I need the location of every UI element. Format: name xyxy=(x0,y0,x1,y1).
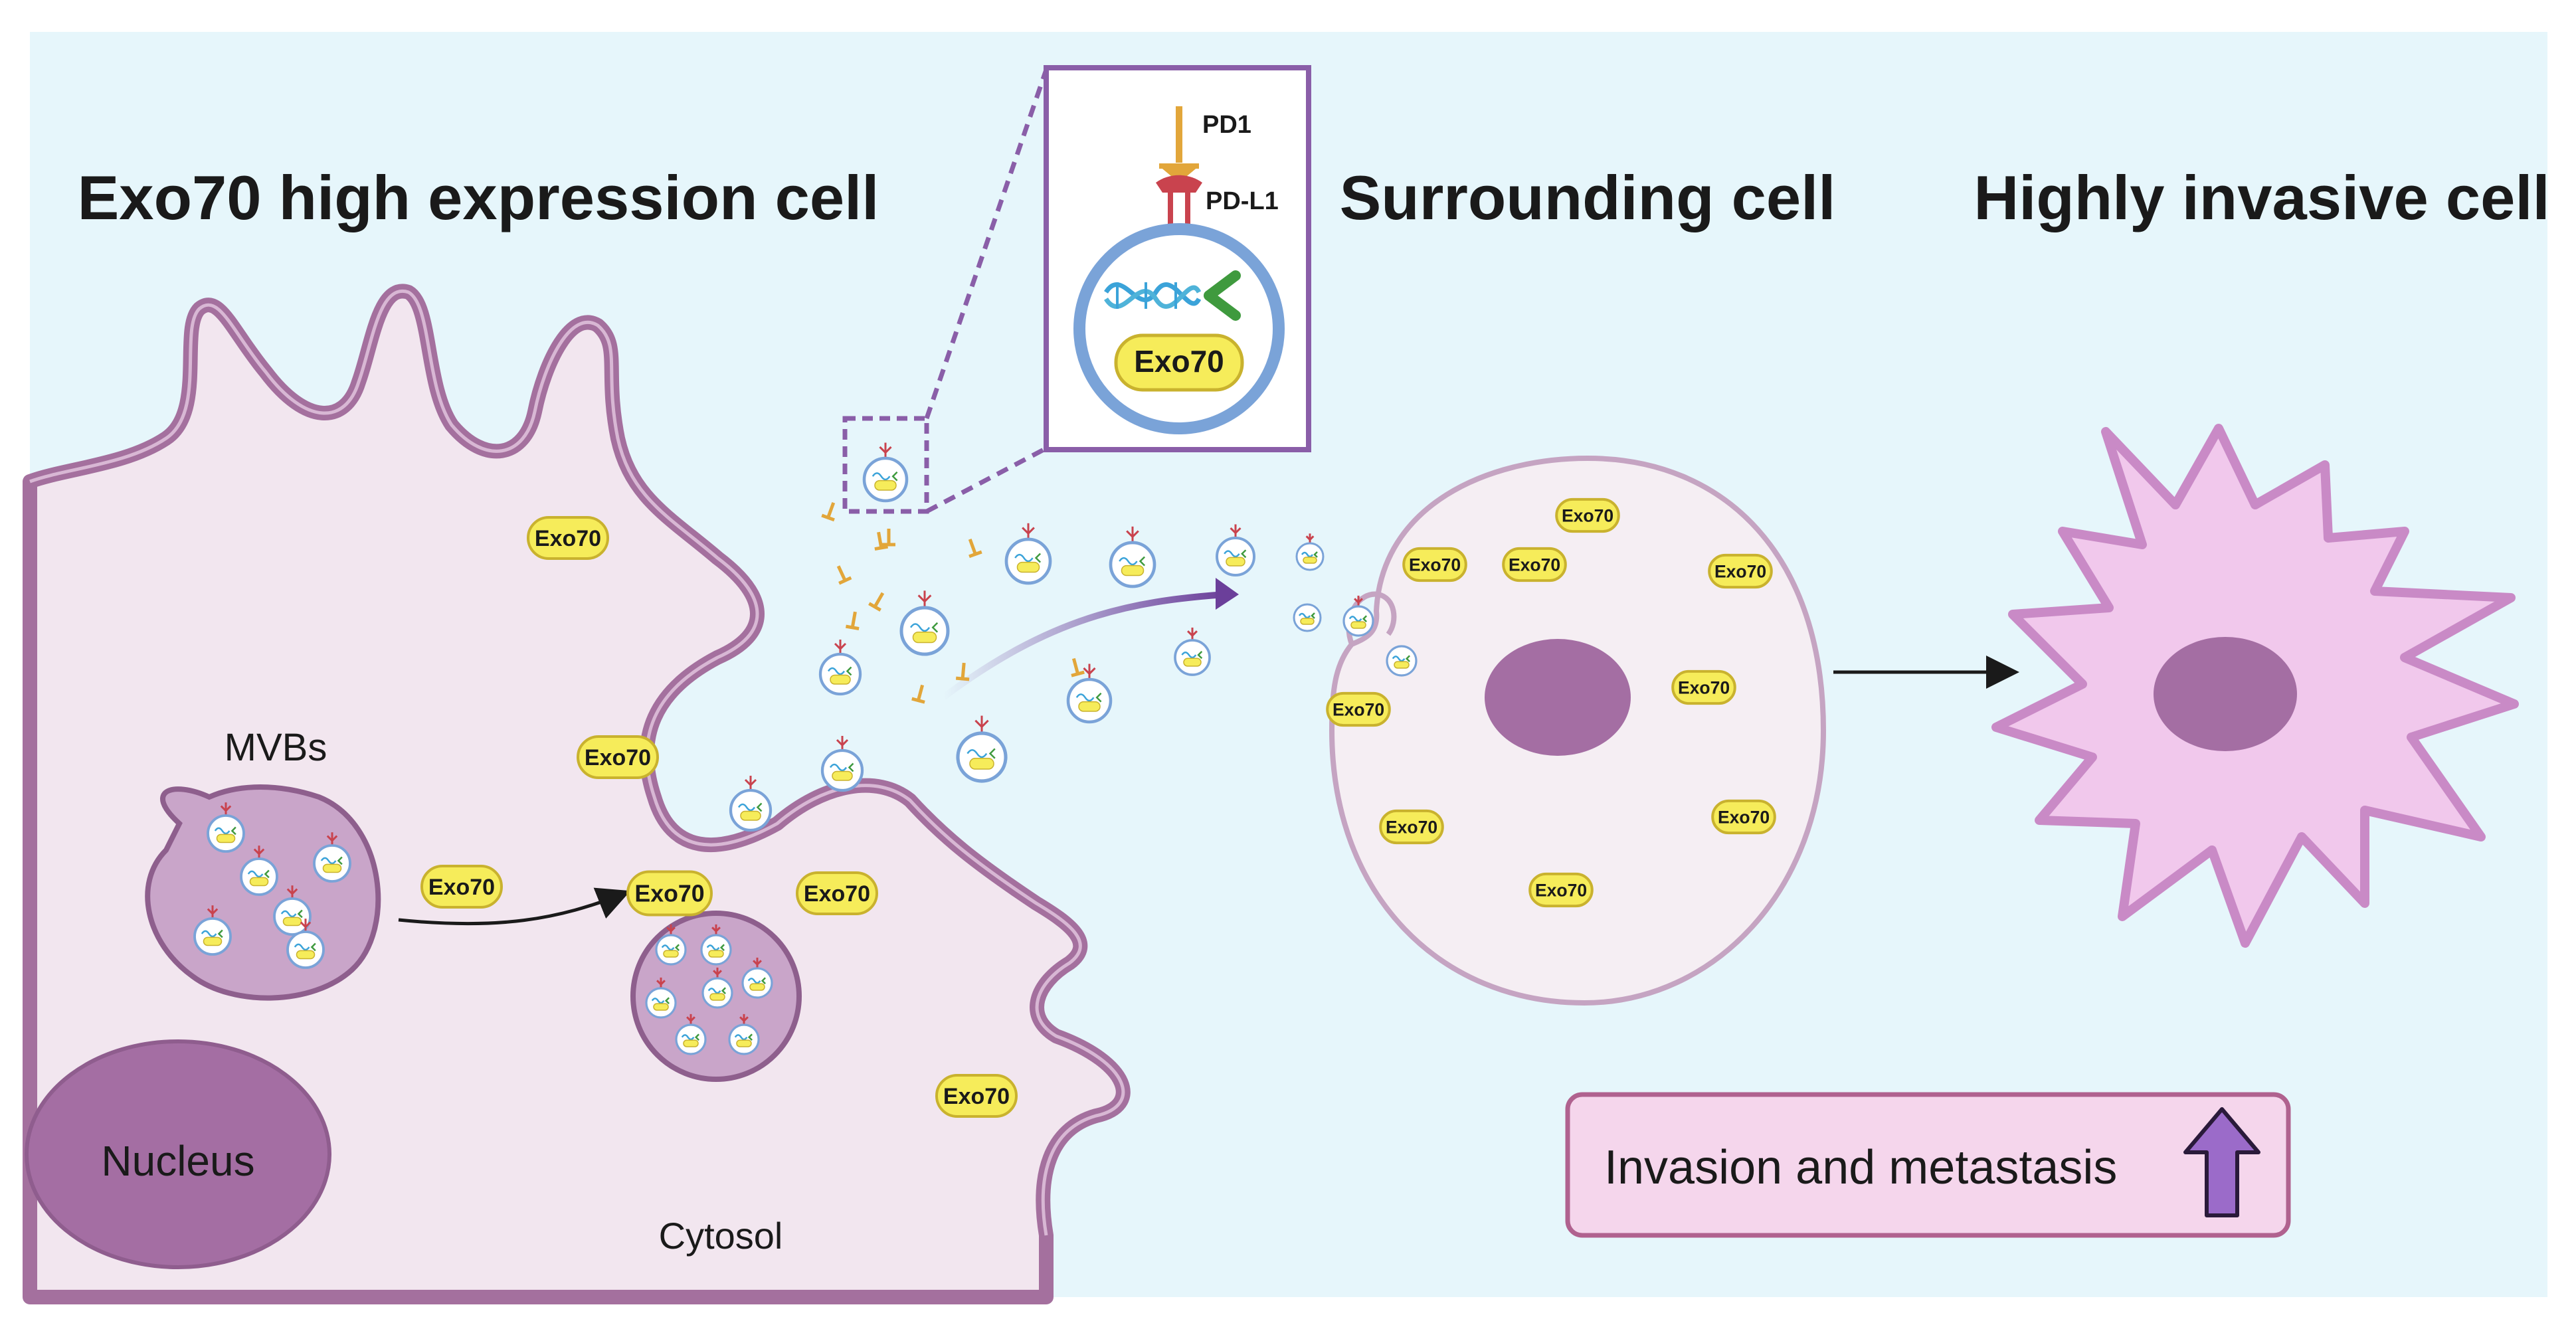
exo70-label: Exo70 xyxy=(1714,561,1766,581)
exo70-badge: Exo70 xyxy=(1711,799,1776,835)
exo70-label: Exo70 xyxy=(1333,699,1384,719)
exo70-label: Exo70 xyxy=(1562,505,1613,525)
exo70-badge: Exo70 xyxy=(577,735,659,779)
exosome-vesicle xyxy=(286,919,325,969)
exosome-vesicle xyxy=(956,715,1008,783)
callout-line-bottom xyxy=(925,446,1048,514)
exosome-vesicle xyxy=(207,802,245,853)
mvb-transport-arrow xyxy=(398,887,631,926)
exosome-vesicle xyxy=(701,967,733,1009)
pdl1-receptor-icon xyxy=(1156,175,1202,193)
exosome-vesicle xyxy=(313,832,351,883)
nucleus-label: Nucleus xyxy=(101,1137,254,1185)
exosome-vesicle xyxy=(1386,645,1418,677)
dna-icon xyxy=(1104,282,1202,309)
exosome-vesicle xyxy=(818,640,862,696)
exo70-label: Exo70 xyxy=(535,526,601,551)
exosome-vesicles xyxy=(193,442,1418,1055)
exosome-vesicle xyxy=(273,885,312,936)
exosome-vesicle xyxy=(1109,526,1156,588)
exo70-label: Exo70 xyxy=(804,881,870,907)
pd1-label: PD1 xyxy=(1202,111,1251,139)
pdl1-label: PD-L1 xyxy=(1206,187,1279,215)
exosome-vesicle xyxy=(862,442,909,503)
exosome-vesicle xyxy=(728,1014,760,1055)
exosome-vesicle xyxy=(899,590,950,656)
pd1-molecule xyxy=(968,538,982,559)
pd1-molecule xyxy=(845,611,860,631)
exosome-vesicle xyxy=(700,924,732,966)
exo70-badge: Exo70 xyxy=(1528,872,1594,908)
invasive-cell-nucleus xyxy=(2154,637,2297,751)
surrounding-cell-nucleus xyxy=(1485,639,1631,756)
exosome-vesicle xyxy=(1293,603,1322,632)
outcome-text: Invasion and metastasis xyxy=(1604,1141,2117,1194)
exosome-transport-arrow xyxy=(941,591,1226,701)
green-marker-icon xyxy=(1204,270,1241,321)
up-arrow-icon xyxy=(2183,1107,2260,1217)
exosome-vesicle xyxy=(729,776,773,832)
callout-line-top xyxy=(924,68,1049,420)
exo70-label: Exo70 xyxy=(428,875,495,900)
pd1-molecule xyxy=(955,662,970,681)
free-pd1-molecules xyxy=(821,501,1085,704)
exosome-vesicle xyxy=(675,1014,707,1055)
pd1-molecule xyxy=(868,592,885,612)
exo70-label: Exo70 xyxy=(1386,817,1437,837)
exo70-badge: Exo70 xyxy=(1379,809,1444,845)
exo70-label: Exo70 xyxy=(1718,807,1770,827)
exosome-vesicle xyxy=(645,977,677,1019)
title-highly-invasive-cell: Highly invasive cell xyxy=(1974,163,2549,232)
pd1-molecule xyxy=(1071,658,1085,677)
exosome-vesicle xyxy=(193,905,232,956)
cytosol-label: Cytosol xyxy=(659,1215,783,1257)
exosome-vesicle xyxy=(1066,663,1113,724)
exo70-label: Exo70 xyxy=(1409,555,1461,574)
exo70-badge: Exo70 xyxy=(1555,497,1620,533)
callout-source-box xyxy=(842,416,929,514)
exo70-badge: Exo70 xyxy=(796,871,878,915)
exo70-badge: Exo70 xyxy=(626,870,713,917)
outcome-box: Invasion and metastasis xyxy=(1565,1092,2291,1238)
exo70-badge: Exo70 xyxy=(1402,547,1467,582)
exosome-vesicle xyxy=(1295,533,1325,571)
pd1-molecule xyxy=(911,684,925,704)
exosome-vesicle xyxy=(741,957,773,999)
exo70-label: Exo70 xyxy=(1678,677,1730,697)
pd1-molecule xyxy=(821,501,836,522)
pd1-molecule xyxy=(882,529,895,547)
exosome-vesicle xyxy=(1216,524,1255,576)
inset-exo70-label: Exo70 xyxy=(1134,344,1224,379)
exo70-badge: Exo70 xyxy=(1671,669,1736,705)
exosome-vesicle xyxy=(655,924,687,966)
title-surrounding-cell: Surrounding cell xyxy=(1340,163,1836,232)
inset-exosome: Exo70 xyxy=(1073,106,1285,434)
exo70-badge: Exo70 xyxy=(1708,553,1773,589)
pd1-molecule xyxy=(836,565,852,585)
exo70-badge: Exo70 xyxy=(420,865,503,909)
pd1-molecule xyxy=(874,531,889,551)
exo70-label: Exo70 xyxy=(943,1084,1010,1109)
nucleus xyxy=(25,1039,331,1269)
exosome-vesicle xyxy=(1342,595,1374,637)
exosome-vesicle xyxy=(820,736,864,792)
exo70-badge: Exo70 xyxy=(527,516,609,560)
exosome-transport-arrowhead xyxy=(1216,578,1239,610)
exo70-badge: Exo70 xyxy=(1502,547,1567,582)
exosome-vesicle xyxy=(1004,523,1052,585)
exosome-vesicle xyxy=(1174,627,1211,676)
exo70-label: Exo70 xyxy=(1535,880,1587,900)
mvbs-label: MVBs xyxy=(225,726,327,769)
title-exo70-high-expression-cell: Exo70 high expression cell xyxy=(78,163,879,232)
exo70-label: Exo70 xyxy=(634,881,704,907)
exo70-label: Exo70 xyxy=(1509,555,1560,574)
cell-membrane-inner-line xyxy=(29,289,1125,1236)
exo70-badge: Exo70 xyxy=(935,1074,1018,1118)
inset-exo70-badge xyxy=(1114,333,1244,392)
exo70-label: Exo70 xyxy=(585,745,651,770)
exosome-vesicle xyxy=(240,845,278,896)
exo70-badge: Exo70 xyxy=(1326,691,1391,727)
